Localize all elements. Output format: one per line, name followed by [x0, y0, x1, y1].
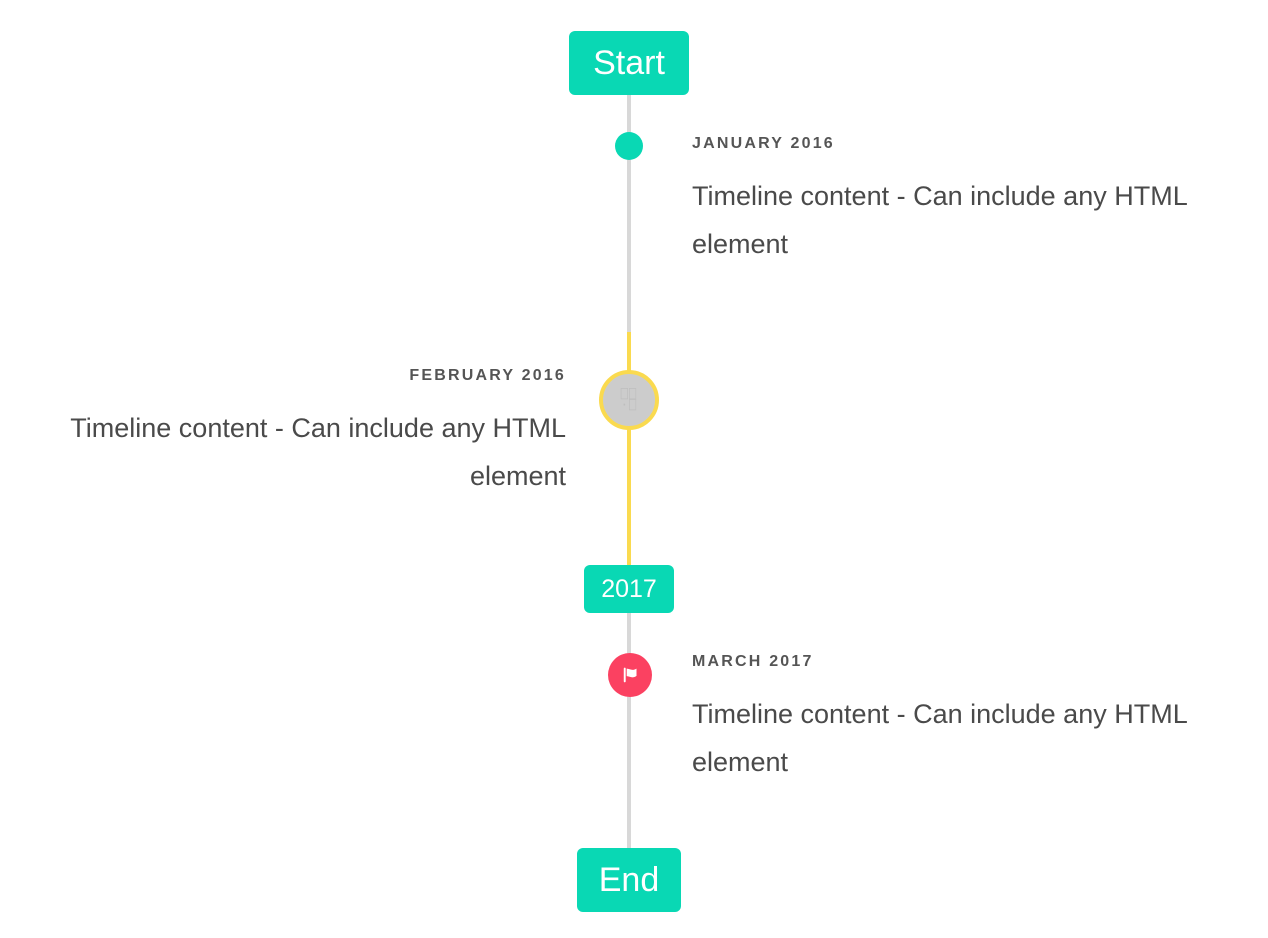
missing-glyph-icon: ⎕⎕·⎕	[620, 387, 638, 412]
timeline-end-label: End	[598, 860, 660, 899]
timeline-start-label: Start	[593, 43, 665, 82]
timeline-entry-date: February 2016	[409, 367, 566, 384]
timeline-line-segment-highlight	[627, 332, 631, 567]
timeline-entry-body: Timeline content - Can include any HTML …	[70, 413, 566, 491]
timeline-marker-dot-january[interactable]	[615, 132, 643, 160]
timeline-line-segment-bottom	[627, 610, 631, 850]
timeline-entry-january: January 2016 Timeline content - Can incl…	[692, 134, 1216, 268]
timeline-year-label: 2017	[601, 574, 657, 603]
timeline-end-badge[interactable]: End	[577, 848, 681, 912]
timeline-year-badge[interactable]: 2017	[584, 565, 674, 613]
timeline-entry-february: February 2016 Timeline content - Can inc…	[42, 366, 566, 500]
timeline-entry-body: Timeline content - Can include any HTML …	[692, 699, 1187, 777]
timeline-entry-date: March 2017	[692, 653, 814, 670]
timeline-marker-ring-february[interactable]: ⎕⎕·⎕	[599, 370, 659, 430]
timeline-start-badge[interactable]: Start	[569, 31, 689, 95]
timeline-entry-body: Timeline content - Can include any HTML …	[692, 181, 1187, 259]
timeline-line-segment-top	[627, 92, 631, 334]
flag-icon	[623, 667, 637, 683]
timeline-marker-flag-march[interactable]	[608, 653, 652, 697]
timeline-entry-march: March 2017 Timeline content - Can includ…	[692, 652, 1216, 786]
timeline-entry-date: January 2016	[692, 135, 835, 152]
